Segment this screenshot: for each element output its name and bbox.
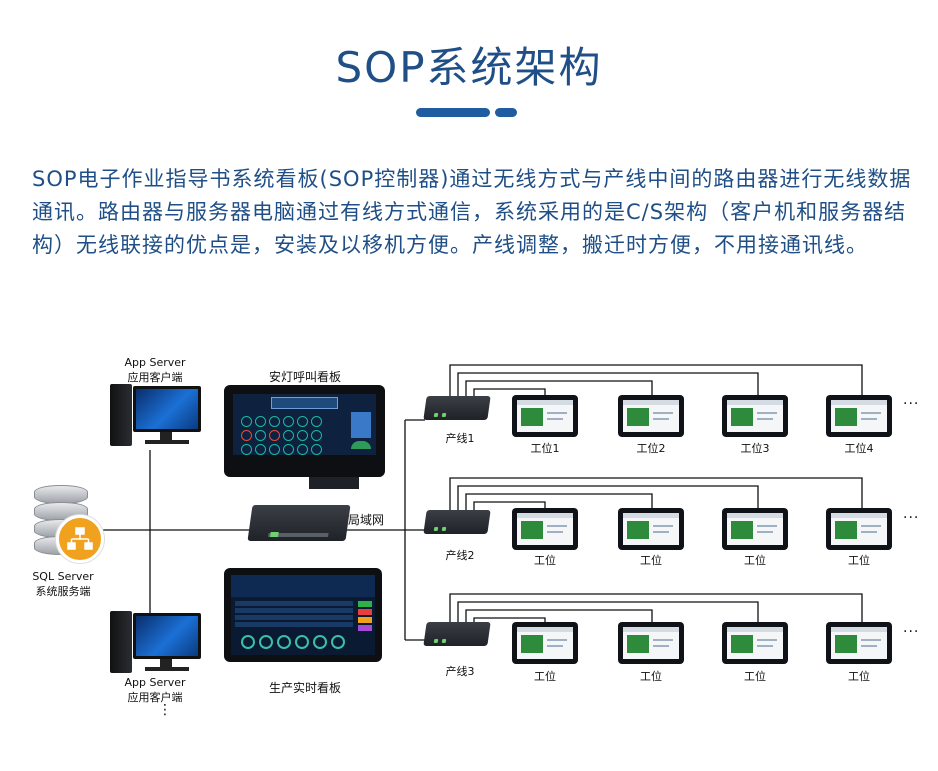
pc-monitor-icon bbox=[133, 386, 201, 432]
station-label: 工位 bbox=[744, 670, 766, 683]
station-label: 工位4 bbox=[844, 442, 874, 455]
station-label: 工位 bbox=[848, 554, 870, 567]
line-1-label: 产线1 bbox=[445, 432, 475, 445]
sop-terminal-icon bbox=[826, 508, 892, 550]
title-underline bbox=[416, 108, 490, 117]
station-label: 工位1 bbox=[530, 442, 560, 455]
app-server-top-subtitle: 应用客户端 bbox=[127, 371, 183, 384]
station-label: 工位2 bbox=[636, 442, 666, 455]
app-server-bottom-title: App Server bbox=[124, 676, 186, 689]
pc-tower-icon bbox=[110, 611, 132, 673]
sop-terminal-icon bbox=[722, 395, 788, 437]
network-hierarchy-icon bbox=[56, 515, 104, 563]
sql-server-title: SQL Server bbox=[32, 570, 94, 583]
lan-switch-icon bbox=[247, 505, 351, 541]
description-text: SOP电子作业指导书系统看板(SOP控制器)通过无线方式与产线中间的路由器进行无… bbox=[32, 167, 912, 257]
station-label: 工位 bbox=[534, 670, 556, 683]
sql-server-subtitle: 系统服务端 bbox=[35, 585, 91, 598]
sop-terminal-icon bbox=[512, 395, 578, 437]
sop-terminal-icon bbox=[618, 508, 684, 550]
sop-terminal-icon bbox=[512, 622, 578, 664]
line-router-icon bbox=[423, 622, 491, 646]
pc-tower-icon bbox=[110, 384, 132, 446]
title-underline-dot bbox=[495, 108, 517, 117]
station-label: 工位 bbox=[640, 670, 662, 683]
sop-terminal-icon bbox=[722, 622, 788, 664]
sop-terminal-icon bbox=[826, 622, 892, 664]
station-label: 工位3 bbox=[740, 442, 770, 455]
sop-terminal-icon bbox=[618, 395, 684, 437]
production-board-screen bbox=[224, 568, 382, 662]
app-server-bottom-subtitle: 应用客户端 bbox=[127, 691, 183, 704]
sop-terminal-icon bbox=[826, 395, 892, 437]
more-stations-indicator: ··· bbox=[903, 396, 920, 412]
more-servers-indicator: ⋮ bbox=[158, 702, 173, 718]
station-label: 工位 bbox=[640, 554, 662, 567]
sop-terminal-icon bbox=[722, 508, 788, 550]
app-server-top-title: App Server bbox=[124, 356, 186, 369]
station-label: 工位 bbox=[534, 554, 556, 567]
lan-label: 局域网 bbox=[347, 513, 384, 527]
line-router-icon bbox=[423, 396, 491, 420]
andon-board-label: 安灯呼叫看板 bbox=[268, 370, 341, 384]
pc-monitor-icon bbox=[133, 613, 201, 659]
line-2-label: 产线2 bbox=[445, 549, 475, 562]
station-label: 工位 bbox=[744, 554, 766, 567]
production-board-label: 生产实时看板 bbox=[268, 681, 341, 695]
line-3-label: 产线3 bbox=[445, 665, 475, 678]
more-stations-indicator: ··· bbox=[903, 624, 920, 640]
andon-board-screen bbox=[224, 385, 385, 489]
station-label: 工位 bbox=[848, 670, 870, 683]
sop-terminal-icon bbox=[512, 508, 578, 550]
line-router-icon bbox=[423, 510, 491, 534]
more-stations-indicator: ··· bbox=[903, 510, 920, 526]
sop-terminal-icon bbox=[618, 622, 684, 664]
page-title: SOP系统架构 bbox=[335, 43, 603, 92]
